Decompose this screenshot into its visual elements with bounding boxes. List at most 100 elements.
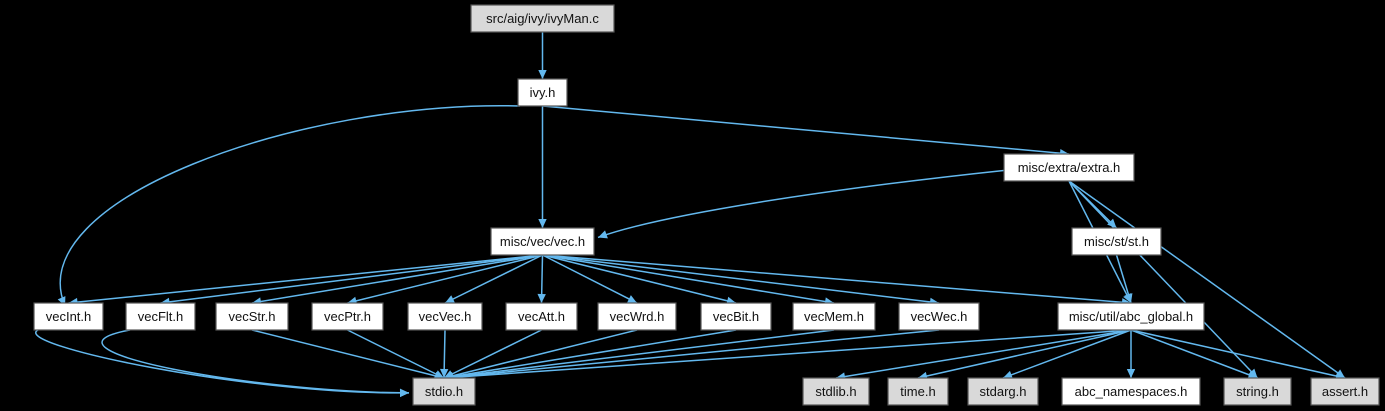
graph-edge <box>1130 329 1258 379</box>
graph-edge <box>542 105 1070 155</box>
node-label: vecWrd.h <box>610 309 665 324</box>
graph-edge <box>59 105 521 307</box>
node-label: vecFlt.h <box>138 309 184 324</box>
graph-node-vecint[interactable]: vecInt.h <box>33 302 104 331</box>
node-label: string.h <box>1236 384 1279 399</box>
edge-arrowhead <box>439 368 449 378</box>
node-box[interactable] <box>33 302 104 331</box>
graph-node-stdlib[interactable]: stdlib.h <box>802 377 870 406</box>
graph-edge <box>251 329 445 379</box>
graph-node-vecstr[interactable]: vecStr.h <box>215 302 289 331</box>
graph-node-string[interactable]: string.h <box>1223 377 1292 406</box>
graph-node-time[interactable]: time.h <box>887 377 949 406</box>
graph-node-abcglobal[interactable]: misc/util/abc_global.h <box>1057 302 1205 331</box>
graph-node-stdio[interactable]: stdio.h <box>412 377 476 406</box>
graph-edge <box>443 329 542 379</box>
edge-arrowhead <box>538 219 547 228</box>
graph-edge <box>443 329 835 379</box>
node-label: ivy.h <box>530 85 556 100</box>
node-label: vecWec.h <box>911 309 968 324</box>
graph-node-vecatt[interactable]: vecAtt.h <box>505 302 578 331</box>
node-box[interactable] <box>1223 377 1292 406</box>
graph-node-vecbit[interactable]: vecBit.h <box>700 302 772 331</box>
graph-edge <box>347 329 445 379</box>
graph-edge <box>542 254 940 304</box>
node-box[interactable] <box>517 78 568 107</box>
graph-node-stdarg[interactable]: stdarg.h <box>967 377 1039 406</box>
graph-edge <box>597 169 1007 239</box>
node-box[interactable] <box>215 302 289 331</box>
graph-node-assert[interactable]: assert.h <box>1310 377 1380 406</box>
edge-arrowhead <box>1126 369 1136 378</box>
node-box[interactable] <box>1061 377 1201 406</box>
node-box[interactable] <box>407 302 483 331</box>
node-box[interactable] <box>1310 377 1380 406</box>
edge-arrowhead <box>627 295 637 303</box>
node-label: stdlib.h <box>815 384 856 399</box>
edge-arrowhead <box>445 295 455 303</box>
node-label: assert.h <box>1322 384 1368 399</box>
edge-arrowhead <box>537 293 546 303</box>
node-label: stdio.h <box>425 384 463 399</box>
node-label: vecInt.h <box>46 309 92 324</box>
node-box[interactable] <box>887 377 949 406</box>
node-box[interactable] <box>1003 153 1135 182</box>
node-box[interactable] <box>505 302 578 331</box>
graph-edge <box>68 254 543 304</box>
graph-edge <box>251 254 543 304</box>
graph-edge <box>542 254 835 304</box>
node-label: vecVec.h <box>419 309 472 324</box>
node-label: misc/util/abc_global.h <box>1069 309 1193 324</box>
edge-arrowhead <box>1247 370 1258 379</box>
node-label: misc/extra/extra.h <box>1018 160 1121 175</box>
node-box[interactable] <box>700 302 772 331</box>
graph-edge <box>542 254 638 304</box>
node-box[interactable] <box>311 302 384 331</box>
graph-edge <box>1068 180 1346 379</box>
graph-node-vecwrd[interactable]: vecWrd.h <box>597 302 677 331</box>
node-box[interactable] <box>792 302 876 331</box>
graph-node-vec[interactable]: misc/vec/vec.h <box>490 227 595 256</box>
graph-node-vecmem[interactable]: vecMem.h <box>792 302 876 331</box>
graph-node-abcnamespaces[interactable]: abc_namespaces.h <box>1061 377 1201 406</box>
graph-node-vecflt[interactable]: vecFlt.h <box>125 302 196 331</box>
graph-edge <box>1002 329 1132 379</box>
node-label: vecMem.h <box>804 309 864 324</box>
graph-node-st[interactable]: misc/st/st.h <box>1071 227 1162 256</box>
node-label: abc_namespaces.h <box>1075 384 1188 399</box>
node-label: vecBit.h <box>713 309 759 324</box>
edge-arrowhead <box>1107 218 1117 228</box>
node-box[interactable] <box>597 302 677 331</box>
edge-arrowhead <box>399 388 409 398</box>
graph-node-ivyh[interactable]: ivy.h <box>517 78 568 107</box>
graph-edge <box>444 254 543 304</box>
node-box[interactable] <box>802 377 870 406</box>
edge-arrowhead <box>434 370 444 378</box>
graph-node-ivyman[interactable]: src/aig/ivy/ivyMan.c <box>470 4 615 33</box>
edge-arrowhead <box>598 230 608 239</box>
node-box[interactable] <box>1071 227 1162 256</box>
edge-arrowhead <box>1124 293 1133 303</box>
graph-edge <box>443 329 940 379</box>
graph-node-vecvec[interactable]: vecVec.h <box>407 302 483 331</box>
node-box[interactable] <box>470 4 615 33</box>
node-box[interactable] <box>412 377 476 406</box>
node-box[interactable] <box>1057 302 1205 331</box>
graph-edge <box>160 254 543 304</box>
node-box[interactable] <box>898 302 980 331</box>
graph-edge <box>1130 329 1346 379</box>
edge-arrowhead <box>538 70 547 79</box>
graph-node-vecwec[interactable]: vecWec.h <box>898 302 980 331</box>
graph-node-vecptr[interactable]: vecPtr.h <box>311 302 384 331</box>
graph-edge <box>443 329 737 379</box>
node-label: vecAtt.h <box>518 309 565 324</box>
node-box[interactable] <box>967 377 1039 406</box>
node-box[interactable] <box>125 302 196 331</box>
node-label: vecPtr.h <box>324 309 371 324</box>
graph-node-extra[interactable]: misc/extra/extra.h <box>1003 153 1135 182</box>
node-label: misc/st/st.h <box>1084 234 1149 249</box>
graph-edge <box>542 254 1132 304</box>
node-box[interactable] <box>490 227 595 256</box>
